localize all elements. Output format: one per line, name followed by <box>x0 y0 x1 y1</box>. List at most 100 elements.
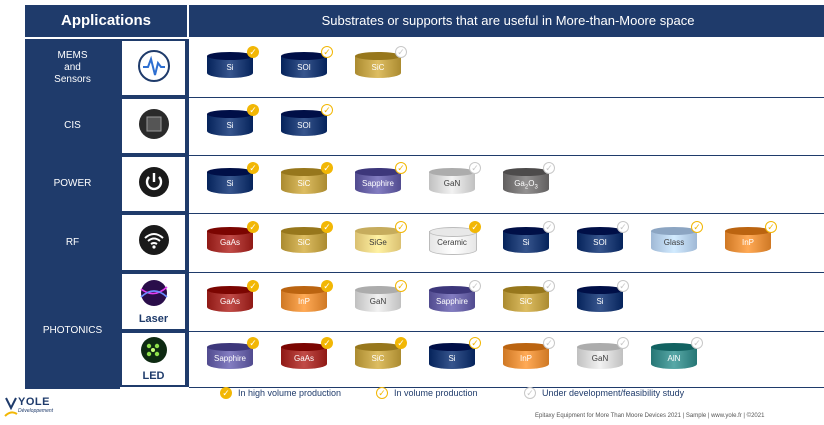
substrate-label: Si <box>226 121 234 130</box>
substrate-label: Sapphire <box>213 354 247 363</box>
substrate-label: SiC <box>371 63 385 72</box>
substrate-item: Sapphire✓ <box>207 337 259 381</box>
status-check-icon: ✓ <box>765 221 777 233</box>
application-icon-cell <box>120 213 187 272</box>
substrate-label: InP <box>297 297 310 306</box>
substrate-wafer-icon: SOI <box>281 52 327 82</box>
status-check-icon: ✓ <box>247 162 259 174</box>
status-check-icon: ✓ <box>247 280 259 292</box>
power-icon <box>137 165 171 204</box>
substrate-item: GaN✓ <box>429 162 481 206</box>
check-volume-icon: ✓ <box>376 387 388 399</box>
substrate-item: GaN✓ <box>577 337 629 381</box>
status-check-icon: ✓ <box>395 46 407 58</box>
substrate-item: GaN✓ <box>355 280 407 324</box>
logo-subtitle: Développement <box>18 408 54 414</box>
application-label: MEMS and Sensors <box>25 39 120 97</box>
substrate-wafer-icon: Sapphire <box>429 286 475 316</box>
status-check-icon: ✓ <box>321 46 333 58</box>
status-check-icon: ✓ <box>321 337 333 349</box>
substrate-item: Si✓ <box>577 280 629 324</box>
status-check-icon: ✓ <box>395 221 407 233</box>
substrate-wafer-icon: InP <box>503 343 549 373</box>
substrate-label: GaAs <box>293 354 314 363</box>
substrate-label: GaAs <box>219 238 240 247</box>
substrate-label: SiC <box>297 179 311 188</box>
substrate-list: Si ✓ SOI ✓ SiC ✓ <box>189 39 824 97</box>
applications-header: Applications <box>25 5 187 37</box>
substrate-wafer-icon: SiC <box>281 227 327 257</box>
substrate-item: SiC✓ <box>503 280 555 324</box>
substrate-wafer-icon: GaAs <box>207 286 253 316</box>
substrate-item: Sapphire✓ <box>429 280 481 324</box>
substrate-wafer-icon: GaN <box>429 168 475 198</box>
substrate-label: Glass <box>663 238 685 247</box>
substrate-label: Sapphire <box>435 297 469 306</box>
substrate-label: SOI <box>297 63 311 72</box>
substrate-wafer-icon: InP <box>725 227 771 257</box>
substrate-wafer-icon: Sapphire <box>207 343 253 373</box>
application-icon-cell: Laser <box>120 272 187 331</box>
status-check-icon: ✓ <box>395 162 407 174</box>
wifi-icon <box>137 223 171 262</box>
substrate-item: Sapphire✓ <box>355 162 407 206</box>
substrate-wafer-icon: Si <box>503 227 549 257</box>
image-sensor-icon <box>137 107 171 146</box>
substrate-label: Si <box>522 238 530 247</box>
substrate-item: SiC ✓ <box>281 162 333 206</box>
footer-text: Epitaxy Equipment for More Than Moore De… <box>535 413 765 419</box>
substrate-label: SiC <box>371 354 385 363</box>
check-dev-icon: ✓ <box>524 387 536 399</box>
icon-caption: LED <box>142 370 165 382</box>
legend-high: ✓ In high volume production <box>220 387 341 399</box>
substrate-item: InP ✓ <box>503 337 555 381</box>
substrate-label: Si <box>226 63 234 72</box>
status-check-icon: ✓ <box>691 337 703 349</box>
status-check-icon: ✓ <box>247 221 259 233</box>
mems-sensor-icon <box>137 49 171 88</box>
check-high-icon: ✓ <box>220 387 232 399</box>
substrate-label: GaN <box>369 297 387 306</box>
legend-high-text: In high volume production <box>238 388 342 398</box>
status-check-icon: ✓ <box>617 337 629 349</box>
substrate-wafer-icon: Si <box>207 52 253 82</box>
substrate-label: SiGe <box>369 238 387 247</box>
substrate-item: Si✓ <box>429 337 481 381</box>
status-check-icon: ✓ <box>543 221 555 233</box>
substrate-wafer-icon: Si <box>207 168 253 198</box>
substrate-item: AlN✓ <box>651 337 703 381</box>
substrate-item: Si✓ <box>207 104 259 148</box>
status-check-icon: ✓ <box>247 337 259 349</box>
substrate-wafer-icon: SiC <box>355 343 401 373</box>
status-check-icon: ✓ <box>543 337 555 349</box>
substrate-item: GaAs ✓ <box>281 337 333 381</box>
status-check-icon: ✓ <box>469 162 481 174</box>
icon-caption: Laser <box>138 312 169 325</box>
substrate-item: SOI✓ <box>577 221 629 265</box>
application-icon-cell: LED <box>120 331 187 387</box>
status-check-icon: ✓ <box>469 221 481 233</box>
substrate-item: SiC✓ <box>281 221 333 265</box>
substrate-list: Si✓SiC✓Sapphire✓GaN✓Ga2O3✓ <box>189 155 824 213</box>
status-check-icon: ✓ <box>321 162 333 174</box>
status-check-icon: ✓ <box>469 280 481 292</box>
substrate-item: Ceramic✓ <box>429 221 481 265</box>
substrate-item: Glass✓ <box>651 221 703 265</box>
substrate-list: GaAs✓SiC✓SiGe✓Ceramic✓Si✓SOI✓Glass✓InP✓ <box>189 213 824 272</box>
legend-dev: ✓ Under development/feasibility study <box>524 387 684 399</box>
substrate-item: GaAs✓ <box>207 280 259 324</box>
substrate-wafer-icon: AlN <box>651 343 697 373</box>
substrate-item: Si ✓ <box>207 46 259 90</box>
substrate-wafer-icon: Si <box>207 110 253 140</box>
substrate-label: SiC <box>519 297 533 306</box>
substrate-label: SiC <box>297 238 311 247</box>
substrate-label: SOI <box>593 238 607 247</box>
substrate-item: SiC ✓ <box>355 46 407 90</box>
laser-icon <box>137 279 171 312</box>
substrate-wafer-icon: InP <box>281 286 327 316</box>
substrate-label: InP <box>519 354 532 363</box>
status-check-icon: ✓ <box>247 46 259 58</box>
substrate-wafer-icon: GaAs <box>207 227 253 257</box>
